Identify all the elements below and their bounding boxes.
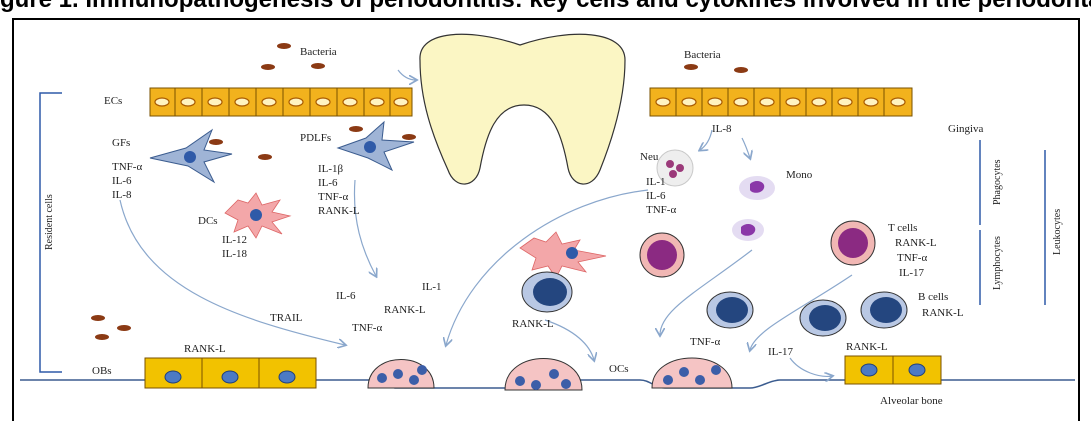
b-cell-2	[707, 292, 753, 328]
leukocytes-label: Leukocytes	[1052, 209, 1063, 255]
rankl-dc-label: RANK-L	[512, 318, 554, 330]
pdlfs-cytokine-4: RANK-L	[318, 205, 360, 217]
bacteria-left-label: Bacteria	[300, 46, 337, 58]
t-cells-cytokine-3: IL-17	[899, 267, 925, 279]
alveolar-bone-label: Alveolar bone	[880, 395, 943, 407]
gingiva-label: Gingiva	[948, 123, 984, 135]
tnfa-mid-label: TNF-α	[352, 322, 382, 334]
lymphocytes-label: Lymphocytes	[992, 236, 1003, 290]
osteoclast-1	[368, 360, 434, 389]
t-cells-cytokine-1: RANK-L	[895, 237, 937, 249]
b-cell-3	[800, 300, 846, 336]
bacteria-right-label: Bacteria	[684, 49, 721, 61]
neu-cytokine-2: IL-6	[646, 190, 666, 202]
neu-label: Neu	[640, 151, 659, 163]
b-cells-label: B cells	[918, 291, 948, 303]
gfs-cytokine-3: IL-8	[112, 189, 132, 201]
monocyte-2	[732, 219, 764, 241]
obs-label: OBs	[92, 365, 112, 377]
ecs-label: ECs	[104, 95, 122, 107]
il1-mid-label: IL-1	[422, 281, 442, 293]
dcs-cytokine-2: IL-18	[222, 248, 248, 260]
gingival-fibroblast	[150, 130, 232, 182]
b-cell	[522, 272, 572, 312]
mono-label: Mono	[786, 169, 813, 181]
rankl-right-bone-label: RANK-L	[846, 341, 888, 353]
ocs-label: OCs	[609, 363, 629, 375]
t-cell	[640, 233, 684, 277]
epithelial-cells-left	[150, 88, 412, 116]
osteoblasts-left	[145, 358, 316, 388]
t-cell-right	[831, 221, 875, 265]
t-cells-label: T cells	[888, 222, 917, 234]
pdlfs-label: PDLFs	[300, 132, 331, 144]
b-cell-4	[861, 292, 907, 328]
rankl-obs-label: RANK-L	[184, 343, 226, 355]
tooth	[420, 34, 625, 184]
dendritic-cell-presenting	[520, 232, 606, 278]
pdlfs-cytokine-1: IL-1β	[318, 163, 344, 175]
trail-label: TRAIL	[270, 312, 303, 324]
pdlfs-cytokine-2: IL-6	[318, 177, 338, 189]
osteoclast-2	[505, 359, 582, 391]
osteoclast-3	[652, 358, 732, 388]
tnfa-right-label: TNF-α	[690, 336, 720, 348]
rankl-mid-label: RANK-L	[384, 304, 426, 316]
pdlfs-cytokine-3: TNF-α	[318, 191, 348, 203]
gfs-label: GFs	[112, 137, 130, 149]
b-cells-cytokine-1: RANK-L	[922, 307, 964, 319]
osteoblasts-right	[845, 356, 941, 384]
il6-mid-label: IL-6	[336, 290, 356, 302]
il17-right-label: IL-17	[768, 346, 794, 358]
monocyte	[739, 176, 775, 200]
dcs-label: DCs	[198, 215, 218, 227]
dcs-cytokine-1: IL-12	[222, 234, 247, 246]
gfs-cytokine-1: TNF-α	[112, 161, 142, 173]
t-cells-cytokine-2: TNF-α	[897, 252, 927, 264]
phagocytes-label: Phagocytes	[992, 159, 1003, 205]
epithelial-cells-right	[650, 88, 912, 116]
gfs-cytokine-2: IL-6	[112, 175, 132, 187]
il8-label: IL-8	[712, 123, 732, 135]
neu-cytokine-1: IL-1	[646, 176, 666, 188]
neu-cytokine-3: TNF-α	[646, 204, 676, 216]
dendritic-cell	[225, 193, 290, 238]
resident-cells-label: Resident cells	[44, 194, 55, 250]
